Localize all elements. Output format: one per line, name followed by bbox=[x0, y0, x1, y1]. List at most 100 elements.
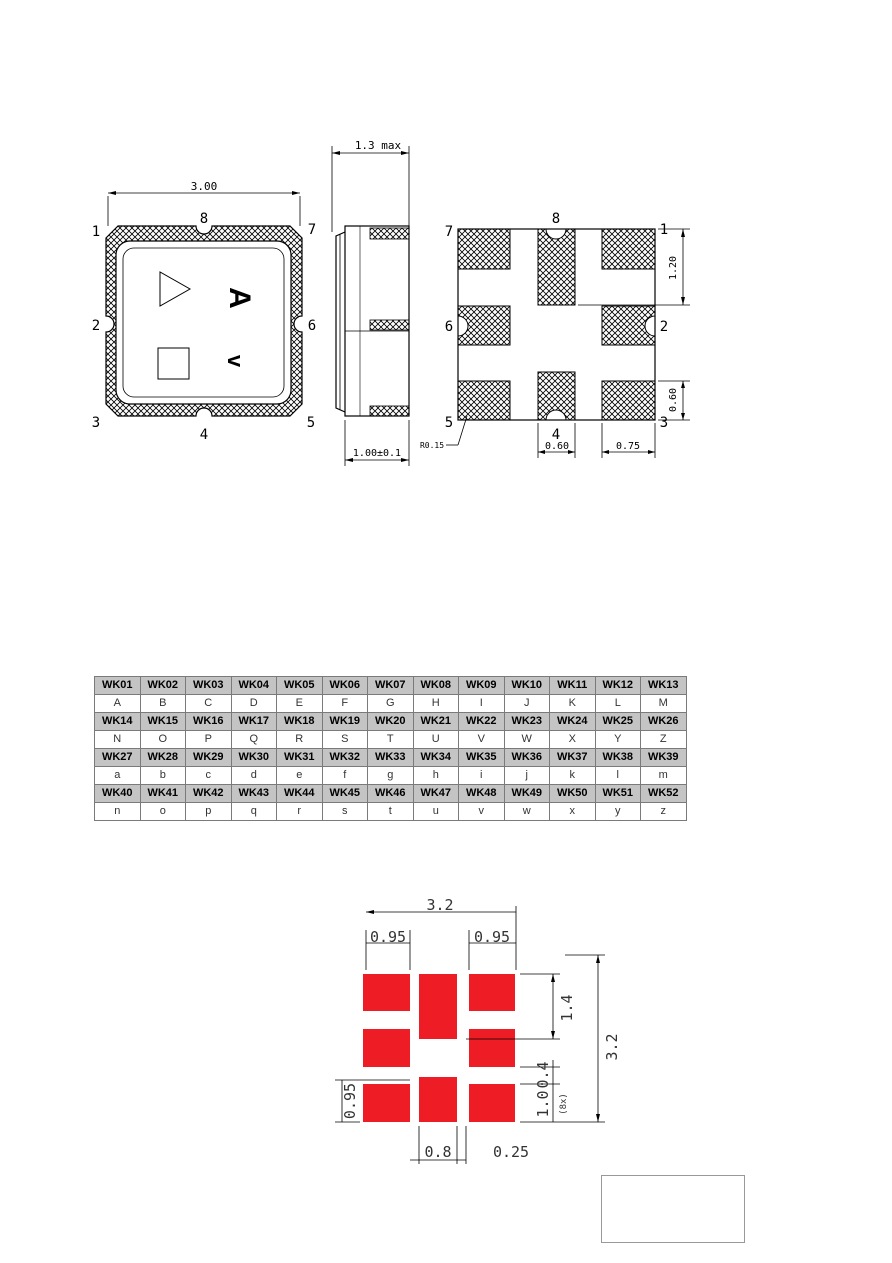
character-cell: c bbox=[185, 766, 232, 785]
code-cell: WK06 bbox=[321, 676, 368, 695]
code-cell: WK05 bbox=[276, 676, 323, 695]
pad-top-left bbox=[363, 974, 410, 1011]
code-cell: WK17 bbox=[230, 712, 277, 731]
fp-dim-8x: (8x) bbox=[559, 1093, 569, 1115]
top-width-dim: 3.00 bbox=[191, 180, 218, 193]
side-height-dim: 1.3 max bbox=[355, 139, 402, 152]
code-cell: WK45 bbox=[321, 784, 368, 803]
character-cell: P bbox=[185, 730, 232, 749]
code-cell: WK29 bbox=[185, 748, 232, 767]
top-view: 3.00 A v 1 2 3 4 5 6 7 8 bbox=[92, 180, 316, 443]
code-cell: WK25 bbox=[594, 712, 641, 731]
character-cell: E bbox=[276, 694, 323, 713]
code-cell: WK33 bbox=[367, 748, 414, 767]
fp-dim-0-95-vertical: 0.95 bbox=[341, 1083, 359, 1119]
code-cell: WK42 bbox=[185, 784, 232, 803]
fp-dim-0-25: 0.25 bbox=[493, 1143, 529, 1161]
code-cell: WK46 bbox=[367, 784, 414, 803]
code-cell: WK50 bbox=[549, 784, 596, 803]
character-cell: r bbox=[276, 802, 323, 821]
character-cell: a bbox=[94, 766, 141, 785]
code-cell: WK32 bbox=[321, 748, 368, 767]
character-cell: b bbox=[139, 766, 186, 785]
character-cell: J bbox=[503, 694, 550, 713]
character-cell: R bbox=[276, 730, 323, 749]
dim-075: 0.75 bbox=[616, 441, 640, 452]
fp-dim-total-width: 3.2 bbox=[426, 896, 453, 914]
character-cell: g bbox=[367, 766, 414, 785]
code-cell: WK10 bbox=[503, 676, 550, 695]
code-cell: WK21 bbox=[412, 712, 459, 731]
code-cell: WK35 bbox=[458, 748, 505, 767]
code-cell: WK13 bbox=[640, 676, 687, 695]
character-cell: W bbox=[503, 730, 550, 749]
code-cell: WK40 bbox=[94, 784, 141, 803]
code-cell: WK07 bbox=[367, 676, 414, 695]
character-cell: m bbox=[640, 766, 687, 785]
code-cell: WK30 bbox=[230, 748, 277, 767]
code-cell: WK44 bbox=[276, 784, 323, 803]
dim-060-right: 0.60 bbox=[668, 388, 679, 412]
code-cell: WK14 bbox=[94, 712, 141, 731]
fp-dim-right: 0.95 bbox=[474, 928, 510, 946]
note-box bbox=[601, 1175, 745, 1243]
bottom-pin-1: 1 bbox=[660, 222, 668, 238]
code-cell: WK16 bbox=[185, 712, 232, 731]
code-cell: WK28 bbox=[139, 748, 186, 767]
mark-lower: v bbox=[223, 355, 248, 368]
code-cell: WK36 bbox=[503, 748, 550, 767]
code-cell: WK34 bbox=[412, 748, 459, 767]
code-cell: WK02 bbox=[139, 676, 186, 695]
character-cell: o bbox=[139, 802, 186, 821]
dim-120: 1.20 bbox=[668, 256, 679, 280]
character-cell: H bbox=[412, 694, 459, 713]
code-cell: WK52 bbox=[640, 784, 687, 803]
fp-dim-3-2: 3.2 bbox=[603, 1033, 621, 1060]
code-cell: WK48 bbox=[458, 784, 505, 803]
character-cell: n bbox=[94, 802, 141, 821]
code-cell: WK12 bbox=[594, 676, 641, 695]
code-cell: WK24 bbox=[549, 712, 596, 731]
fp-dim-0-8: 0.8 bbox=[424, 1143, 451, 1161]
character-cell: M bbox=[640, 694, 687, 713]
character-cell: G bbox=[367, 694, 414, 713]
character-cell: N bbox=[94, 730, 141, 749]
code-cell: WK51 bbox=[594, 784, 641, 803]
character-cell: u bbox=[412, 802, 459, 821]
code-cell: WK31 bbox=[276, 748, 323, 767]
pad-mid-left bbox=[363, 1029, 410, 1067]
fp-dim-1-4: 1.4 bbox=[558, 994, 576, 1021]
footprint-pads bbox=[363, 974, 515, 1122]
character-cell: L bbox=[594, 694, 641, 713]
code-cell: WK18 bbox=[276, 712, 323, 731]
character-cell: Y bbox=[594, 730, 641, 749]
code-cell: WK03 bbox=[185, 676, 232, 695]
character-cell: k bbox=[549, 766, 596, 785]
radius-dim: R0.15 bbox=[420, 441, 444, 450]
character-cell: e bbox=[276, 766, 323, 785]
package-drawing: 3.00 A v 1 2 3 4 5 6 7 8 1.3 max bbox=[92, 139, 690, 466]
pad-bot-right bbox=[469, 1084, 515, 1122]
code-cell: WK23 bbox=[503, 712, 550, 731]
footprint-dims bbox=[335, 906, 605, 1164]
pad-top-center bbox=[419, 974, 457, 1039]
top-pin-5: 5 bbox=[307, 415, 315, 431]
character-cell: s bbox=[321, 802, 368, 821]
code-cell: WK26 bbox=[640, 712, 687, 731]
pad-bot-center bbox=[419, 1077, 457, 1122]
pad-top-right bbox=[469, 974, 515, 1011]
code-cell: WK49 bbox=[503, 784, 550, 803]
character-cell: l bbox=[594, 766, 641, 785]
code-cell: WK20 bbox=[367, 712, 414, 731]
footprint-drawing: 3.2 0.95 0.95 1.4 3.2 0.4 1.0 (8x) 0.95 … bbox=[335, 896, 621, 1164]
code-cell: WK27 bbox=[94, 748, 141, 767]
fp-dim-1-0: 1.0 bbox=[534, 1090, 552, 1117]
code-cell: WK43 bbox=[230, 784, 277, 803]
side-view: 1.3 max 1.00±0.1 bbox=[331, 139, 410, 466]
top-pin-3: 3 bbox=[92, 415, 100, 431]
